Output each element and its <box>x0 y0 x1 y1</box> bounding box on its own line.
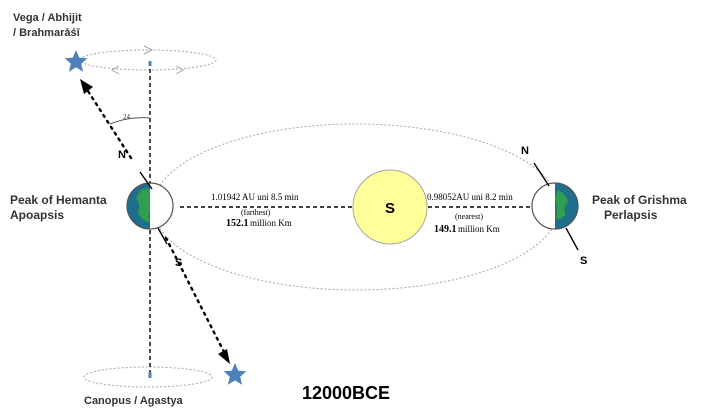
near-tag-text: (nearest) <box>455 212 483 221</box>
south-tilt-axis <box>164 236 226 354</box>
south-axis-dot <box>148 372 152 378</box>
near-km-unit: million Km <box>458 224 500 234</box>
right-earth <box>531 162 579 251</box>
north-precession-arrow-right <box>143 45 154 55</box>
left-pole-s: S <box>175 257 182 269</box>
sun-circle <box>352 169 428 245</box>
south-precession-circle <box>83 366 213 388</box>
sun-label: S <box>385 200 395 217</box>
north-precession-arrow-right2 <box>175 65 185 75</box>
north-precession-arrow-left <box>110 65 120 75</box>
right-peak-subtitle: Perlapsis <box>604 208 658 222</box>
far-km-value: 152.1 <box>226 218 249 229</box>
right-pole-s: S <box>580 255 587 267</box>
south-star-label: Canopus / Agastya <box>84 395 183 407</box>
near-km-value: 149.1 <box>434 224 457 235</box>
far-au-text: 1.01942 AU uni 8.5 min <box>211 192 299 202</box>
north-star-label-line2: / Brahmarāśī <box>13 27 81 39</box>
left-pole-n: N <box>118 149 126 161</box>
right-peak-title: Peak of Grishma <box>592 193 687 207</box>
north-precession-circle <box>79 49 217 71</box>
tilt-label: 24 <box>123 113 131 121</box>
left-earth <box>126 171 174 245</box>
far-km-unit: million Km <box>250 218 292 228</box>
north-axis-dot <box>148 61 152 66</box>
north-star-label: Vega / Abhijit <box>13 12 82 24</box>
vega-star-icon <box>64 50 88 72</box>
era-label: 12000BCE <box>302 383 390 403</box>
north-tilt-axis <box>84 86 133 160</box>
tilt-arc <box>109 117 151 125</box>
left-peak-subtitle: Apoapsis <box>10 208 64 222</box>
south-tilt-arrowhead <box>218 349 230 364</box>
right-pole-n: N <box>521 145 529 157</box>
north-tilt-arrowhead <box>80 79 93 94</box>
near-au-text: 0.98052AU uni 8.2 min <box>427 192 513 202</box>
far-tag-text: (farthest) <box>241 208 271 217</box>
left-peak-title: Peak of Hemanta <box>10 193 107 207</box>
canopus-star-icon <box>223 363 247 385</box>
